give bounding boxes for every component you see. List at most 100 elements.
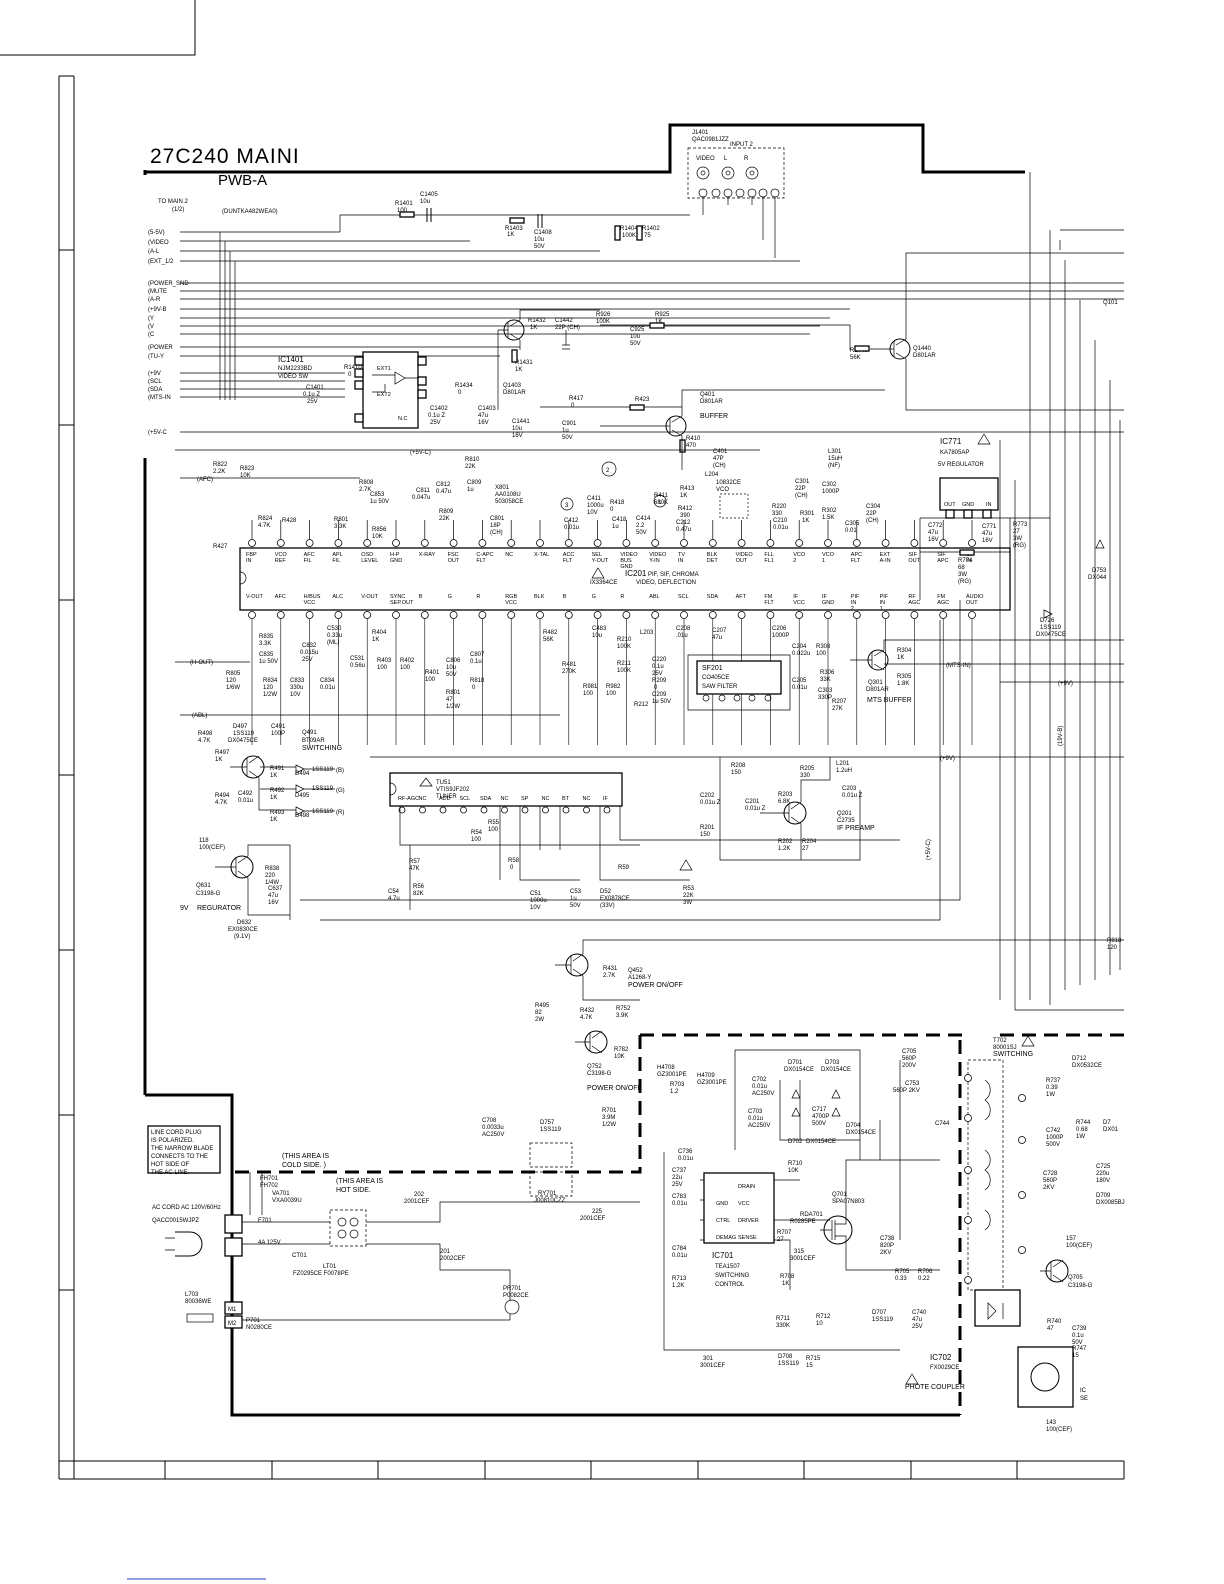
- svg-text:D726: D726: [1040, 618, 1055, 624]
- svg-text:100: 100: [397, 208, 408, 214]
- svg-text:IF PREAMP: IF PREAMP: [837, 825, 875, 832]
- net-label-5v-c: (+5V-C): [410, 450, 431, 456]
- svg-text:R805: R805: [226, 671, 241, 677]
- svg-text:100: 100: [583, 691, 594, 697]
- svg-text:Q201: Q201: [837, 811, 852, 817]
- svg-text:0.01u: 0.01u: [678, 1156, 693, 1162]
- tuner-desc: TUNER: [436, 794, 457, 800]
- svg-text:0: 0: [458, 390, 462, 396]
- svg-text:VCC: VCC: [738, 1201, 750, 1207]
- svg-text:R0285PE: R0285PE: [790, 1219, 816, 1225]
- svg-text:1K: 1K: [515, 367, 522, 373]
- tuner-pin-label: NC: [501, 796, 509, 802]
- ic201-bottom-pin: ABL: [649, 594, 660, 745]
- svg-text:56K: 56K: [850, 355, 861, 361]
- ic201-bottom-pin-label: R: [476, 594, 480, 600]
- svg-text:D801AR: D801AR: [700, 399, 723, 405]
- svg-text:1K: 1K: [270, 773, 277, 779]
- svg-text:1K: 1K: [530, 325, 537, 331]
- svg-text:330u: 330u: [290, 685, 303, 691]
- sf201-ref: SF201: [702, 665, 723, 672]
- svg-text:100: 100: [471, 837, 482, 843]
- svg-text:BT09AR: BT09AR: [302, 738, 325, 744]
- svg-text:D632: D632: [237, 920, 252, 926]
- svg-text:330P: 330P: [818, 695, 832, 701]
- svg-text:10K: 10K: [240, 473, 251, 479]
- svg-text:AC250V: AC250V: [748, 1123, 770, 1129]
- svg-text:10u: 10u: [512, 426, 522, 432]
- tuner-pin-label: BT: [562, 796, 570, 802]
- ic201-bottom-pin-label: ABL: [649, 594, 659, 600]
- svg-text:Q631: Q631: [196, 883, 211, 889]
- svg-text:R705: R705: [895, 1269, 910, 1275]
- svg-text:D52: D52: [600, 889, 612, 895]
- svg-text:1u: 1u: [562, 428, 569, 434]
- svg-text:6.8K: 6.8K: [778, 799, 790, 805]
- ic201-bottom-pin-label: RGB: [505, 594, 517, 600]
- svg-text:100P: 100P: [271, 731, 285, 737]
- svg-text:R982: R982: [606, 684, 621, 690]
- svg-text:500V: 500V: [1046, 1142, 1060, 1148]
- svg-text:1K: 1K: [215, 757, 222, 763]
- svg-text:D801AR: D801AR: [913, 353, 936, 359]
- svg-text:C1405: C1405: [420, 192, 438, 198]
- svg-text:0.33: 0.33: [895, 1276, 907, 1282]
- svg-text:47u: 47u: [712, 635, 722, 641]
- ic201-bottom-pin-label: R: [620, 594, 624, 600]
- svg-text:R715: R715: [806, 1356, 821, 1362]
- ic201-top-pin-label: ACC: [563, 552, 575, 558]
- svg-text:0.1u: 0.1u: [652, 664, 664, 670]
- ic201-top-pin-label: IN: [966, 558, 972, 564]
- ic201-top-pin-label: FLT: [851, 558, 861, 564]
- ac-cord-label: AC CORD AC 120V/60Hz: [152, 1205, 221, 1211]
- svg-text:.01u: .01u: [676, 633, 688, 639]
- svg-text:3.3K: 3.3K: [334, 524, 346, 530]
- svg-text:0.01u: 0.01u: [752, 1084, 767, 1090]
- svg-text:22K: 22K: [465, 464, 476, 470]
- svg-text:C1442: C1442: [555, 318, 573, 324]
- svg-text:1SS119: 1SS119: [312, 767, 334, 773]
- ic201-bottom-pin-label: IN: [880, 600, 886, 606]
- ic201-top-pin-label: SIF: [937, 552, 946, 558]
- svg-text:R210: R210: [617, 637, 632, 643]
- ic201-top-pin-label: OUT: [736, 558, 748, 564]
- ic201-bottom-pin: BLK: [534, 594, 545, 745]
- ic702-part: FX0029CE: [930, 1365, 959, 1371]
- conn-label-17: (MTS-IN: [148, 395, 171, 401]
- conn-label-5: (POWER_SND: [148, 281, 189, 287]
- svg-text:3W: 3W: [958, 572, 967, 578]
- svg-text:C530: C530: [327, 626, 342, 632]
- ic201-bottom-pin-label: 2: [851, 606, 854, 612]
- svg-text:C411: C411: [587, 496, 602, 502]
- ic201-desc1: PIF, SIF, CHROMA: [648, 572, 699, 578]
- svg-text:4.7K: 4.7K: [198, 738, 210, 744]
- svg-text:4.7K: 4.7K: [580, 1015, 592, 1021]
- svg-text:POWER ON/OFF: POWER ON/OFF: [587, 1085, 642, 1092]
- svg-text:R404: R404: [372, 630, 387, 636]
- conn-label-11: (C: [148, 332, 155, 338]
- svg-text:DX01: DX01: [1103, 1127, 1119, 1133]
- svg-text:10u: 10u: [420, 199, 430, 205]
- svg-text:47u: 47u: [928, 530, 938, 536]
- ic201-part: IX3364CE: [590, 580, 617, 586]
- ic201-bottom-pin-label: AGC: [908, 600, 920, 606]
- ic201-bottom-pin-label: FM: [937, 594, 945, 600]
- ic201-bottom-pin: V-OUT: [361, 594, 379, 745]
- svg-text:R1403: R1403: [505, 226, 523, 232]
- svg-text:270K: 270K: [562, 669, 576, 675]
- svg-text:C742: C742: [1046, 1128, 1061, 1134]
- svg-text:1u: 1u: [467, 487, 474, 493]
- svg-text:0.01u Z: 0.01u Z: [700, 800, 721, 806]
- ic771-part: KA7805AP: [940, 450, 969, 456]
- conn-label-1: (5-5V): [148, 230, 165, 236]
- svg-text:C806: C806: [446, 658, 461, 664]
- svg-text:R209: R209: [652, 678, 667, 684]
- ic201-bottom-pin-label: SCL: [678, 594, 689, 600]
- svg-text:DRAIN: DRAIN: [738, 1184, 755, 1190]
